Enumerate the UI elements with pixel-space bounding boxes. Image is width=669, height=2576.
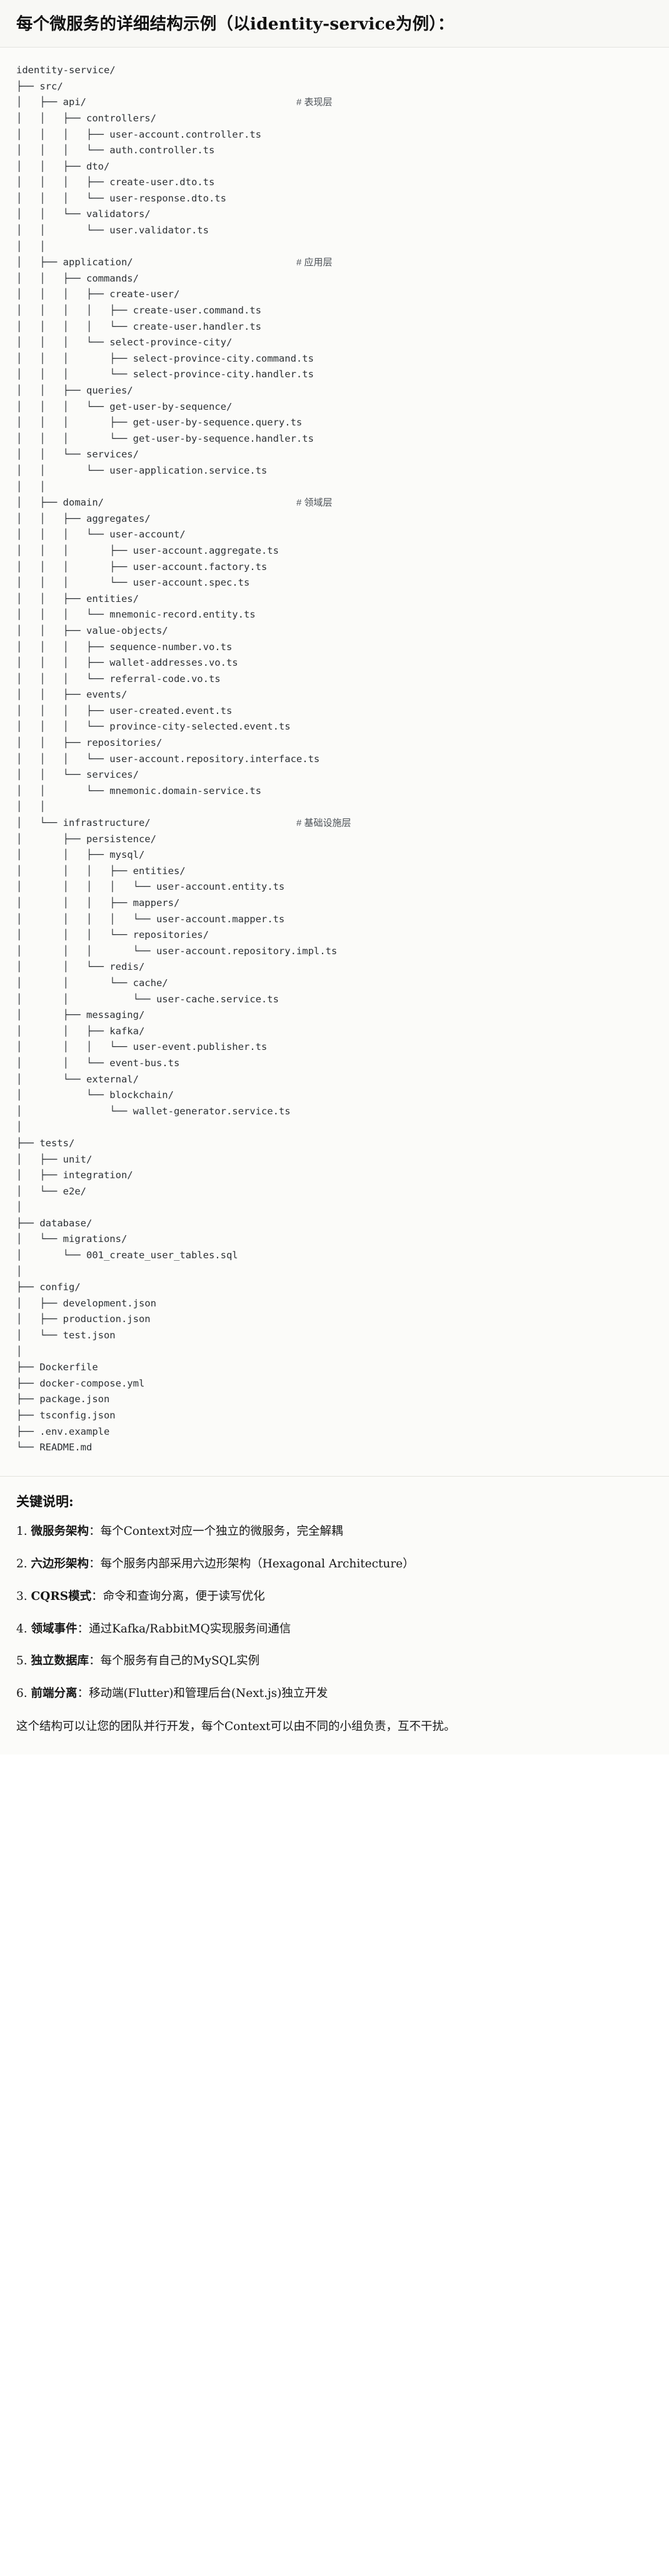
key-notes-heading: 关键说明: bbox=[16, 1493, 74, 1509]
key-note-term: 独立数据库 bbox=[31, 1654, 89, 1668]
key-note-term: 六边形架构 bbox=[31, 1557, 89, 1571]
key-note-number: 2. bbox=[16, 1557, 31, 1571]
key-note-separator: ： bbox=[89, 1654, 101, 1668]
tree-comment: # 表现层 bbox=[296, 97, 333, 108]
directory-tree: identity-service/ ├── src/ │ ├── api/ # … bbox=[16, 64, 351, 1453]
key-note-number: 5. bbox=[16, 1654, 31, 1668]
document-header: 每个微服务的详细结构示例（以identity-service为例）： bbox=[0, 0, 669, 48]
page-title: 每个微服务的详细结构示例（以identity-service为例）： bbox=[16, 14, 455, 34]
key-note-description: 每个Context对应一个独立的微服务，完全解耦 bbox=[100, 1525, 343, 1539]
key-note-term: CQRS模式 bbox=[31, 1589, 92, 1603]
key-note-description: 通过Kafka/RabbitMQ实现服务间通信 bbox=[89, 1622, 291, 1636]
section-divider bbox=[0, 1475, 669, 1477]
key-note-separator: ： bbox=[89, 1557, 101, 1571]
key-note-item: 5. 独立数据库：每个服务有自己的MySQL实例 bbox=[16, 1653, 653, 1670]
key-note-description: 命令和查询分离，便于读写优化 bbox=[103, 1589, 265, 1603]
key-note-separator: ： bbox=[91, 1589, 103, 1603]
key-note-description: 每个服务有自己的MySQL实例 bbox=[100, 1654, 260, 1668]
key-note-separator: ： bbox=[77, 1687, 89, 1701]
key-note-term: 微服务架构 bbox=[31, 1525, 89, 1539]
key-note-item: 2. 六边形架构：每个服务内部采用六边形架构（Hexagonal Archite… bbox=[16, 1556, 653, 1573]
key-note-number: 1. bbox=[16, 1525, 31, 1539]
key-note-term: 领域事件 bbox=[31, 1622, 78, 1636]
key-note-separator: ： bbox=[89, 1525, 101, 1539]
key-note-number: 3. bbox=[16, 1589, 31, 1603]
key-note-item: 4. 领域事件：通过Kafka/RabbitMQ实现服务间通信 bbox=[16, 1621, 653, 1638]
directory-tree-block: identity-service/ ├── src/ │ ├── api/ # … bbox=[0, 48, 669, 1472]
tree-comment: # 领域层 bbox=[296, 497, 333, 509]
key-note-item: 1. 微服务架构：每个Context对应一个独立的微服务，完全解耦 bbox=[16, 1524, 653, 1540]
key-note-item: 6. 前端分离：移动端(Flutter)和管理后台(Next.js)独立开发 bbox=[16, 1686, 653, 1703]
key-note-number: 4. bbox=[16, 1622, 31, 1636]
document-page: 每个微服务的详细结构示例（以identity-service为例）： ident… bbox=[0, 0, 669, 1754]
key-note-separator: ： bbox=[77, 1622, 89, 1636]
key-note-number: 6. bbox=[16, 1687, 31, 1701]
key-note-description: 每个服务内部采用六边形架构（Hexagonal Architecture） bbox=[100, 1557, 415, 1571]
closing-paragraph: 这个结构可以让您的团队并行开发，每个Context可以由不同的小组负责，互不干扰… bbox=[16, 1719, 456, 1733]
tree-comment: # 应用层 bbox=[296, 257, 333, 268]
key-note-item: 3. CQRS模式：命令和查询分离，便于读写优化 bbox=[16, 1589, 653, 1606]
key-note-term: 前端分离 bbox=[31, 1687, 78, 1701]
key-note-description: 移动端(Flutter)和管理后台(Next.js)独立开发 bbox=[89, 1687, 328, 1701]
tree-comment: # 基础设施层 bbox=[296, 818, 351, 829]
